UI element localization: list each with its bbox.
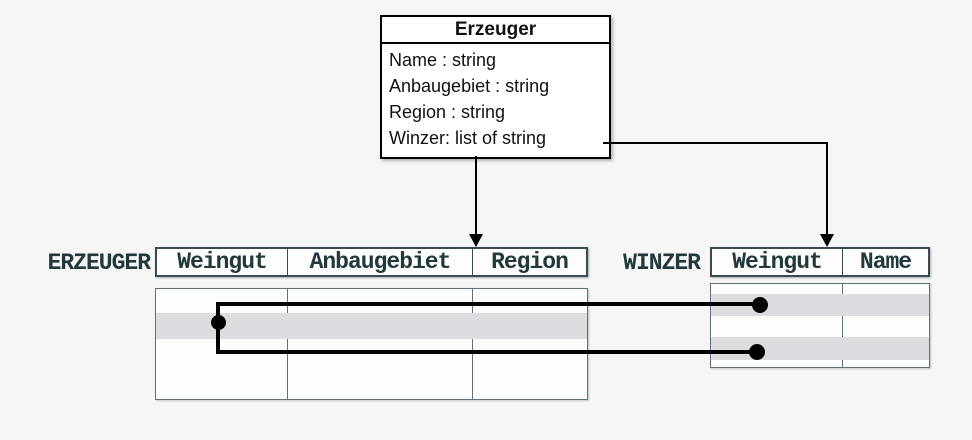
erzeuger-table-header: Weingut Anbaugebiet Region — [155, 247, 588, 277]
highlighted-row — [156, 313, 587, 339]
winzer-row-link-dot — [752, 297, 768, 313]
winzer-row-link-dot — [749, 344, 765, 360]
winzer-column-weingut: Weingut — [712, 249, 843, 275]
class-attribute-list: Name : string Anbaugebiet : string Regio… — [382, 44, 609, 157]
down-arrowhead-icon — [820, 234, 834, 247]
winzer-table-body — [710, 283, 930, 368]
down-arrowhead-icon — [469, 234, 483, 247]
erzeuger-row-link-dot — [211, 315, 226, 330]
winzer-attr-connector-horizontal — [603, 142, 828, 144]
class-attribute-name: Name : string — [389, 50, 497, 70]
erzeuger-table-body — [155, 288, 588, 400]
class-attribute-region: Region : string — [389, 102, 506, 122]
erzeuger-class-box: Erzeuger Name : string Anbaugebiet : str… — [380, 15, 611, 159]
winzer-table-label: WINZER — [623, 250, 701, 276]
winzer-table-header: Weingut Name — [710, 247, 930, 277]
class-attribute-anbaugebiet: Anbaugebiet : string — [389, 76, 550, 96]
class-to-erzeuger-arrow-line — [475, 156, 477, 234]
winzer-attr-connector-vertical — [826, 142, 828, 234]
row-link-lower-line — [216, 350, 759, 354]
column-divider — [842, 284, 843, 367]
erzeuger-column-anbaugebiet: Anbaugebiet — [288, 249, 473, 275]
winzer-column-name: Name — [859, 249, 912, 275]
column-divider — [472, 289, 473, 399]
row-link-upper-line — [216, 302, 762, 306]
erzeuger-column-region: Region — [491, 249, 569, 275]
erzeuger-table-label: ERZEUGER — [47, 250, 151, 276]
class-title: Erzeuger — [382, 17, 609, 44]
class-attribute-winzer: Winzer: list of string — [389, 128, 547, 148]
column-divider — [287, 289, 288, 399]
highlighted-row — [711, 337, 929, 360]
erzeuger-column-weingut: Weingut — [157, 249, 288, 275]
